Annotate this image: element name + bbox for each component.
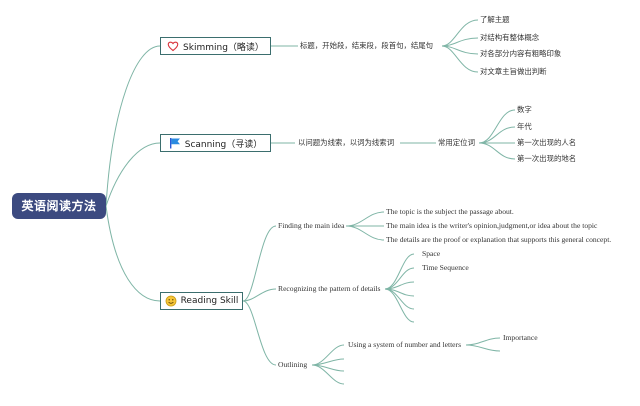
topic-scanning-label: Scanning（寻读） — [184, 139, 263, 150]
skimming-child: 了解主题 — [480, 15, 510, 24]
connector-reading-pattern — [242, 288, 277, 302]
connector-reading-main-idea — [242, 225, 277, 302]
topic-skimming-label: Skimming（略读） — [183, 42, 264, 53]
pattern-child: Time Sequence — [422, 263, 469, 272]
connector-root-skimming — [105, 45, 161, 207]
subtopic-main-idea[interactable]: Finding the main idea — [278, 221, 345, 230]
subtopic-outlining[interactable]: Outlining — [278, 360, 308, 369]
topic-skimming[interactable]: Skimming（略读） — [160, 37, 271, 55]
topic-reading-skill[interactable]: Reading Skill — [160, 292, 243, 310]
topic-reading-skill-label: Reading Skill — [180, 296, 239, 306]
connector-system-fan — [465, 337, 501, 346]
flag-icon — [169, 138, 180, 149]
scanning-child: 第一次出现的地名 — [517, 154, 577, 163]
skimming-detail: 标题，开始段，结束段，段首句，结尾句 — [300, 41, 434, 50]
pattern-child: Space — [422, 249, 441, 258]
connector-root-scanning — [105, 142, 161, 207]
scanning-child: 第一次出现的人名 — [517, 138, 577, 147]
skimming-child: 对各部分内容有粗略印象 — [480, 49, 562, 58]
main-idea-child: The details are the proof or explanation… — [386, 235, 612, 244]
outlining-system-child: Importance — [503, 333, 538, 342]
outlining-system: Using a system of number and letters — [348, 340, 462, 349]
scanning-child: 年代 — [517, 122, 532, 131]
scanning-detail: 以问题为线索，以词为线索词 — [298, 138, 395, 147]
connector-skimming-fan — [441, 19, 479, 47]
main-idea-child: The main idea is the writer's opinion,ju… — [386, 221, 598, 230]
scanning-sub: 常用定位词 — [438, 138, 475, 147]
scanning-child: 数字 — [517, 105, 532, 114]
connector-pattern-fan — [384, 253, 415, 290]
topic-scanning[interactable]: Scanning（寻读） — [160, 134, 271, 152]
connector-scanning-fan — [478, 109, 516, 144]
skimming-child: 对文章主旨做出判断 — [480, 67, 547, 76]
smiley-icon — [165, 295, 176, 307]
connector-reading-outlining — [242, 300, 277, 366]
connector-main-idea-fan — [345, 211, 385, 227]
subtopic-pattern[interactable]: Recognizing the pattern of details — [278, 284, 381, 293]
main-idea-child: The topic is the subject the passage abo… — [386, 207, 514, 216]
heart-icon — [167, 41, 179, 52]
root-node[interactable]: 英语阅读方法 — [12, 193, 106, 219]
connector-root-reading — [105, 205, 161, 302]
skimming-child: 对结构有整体概念 — [480, 33, 540, 42]
